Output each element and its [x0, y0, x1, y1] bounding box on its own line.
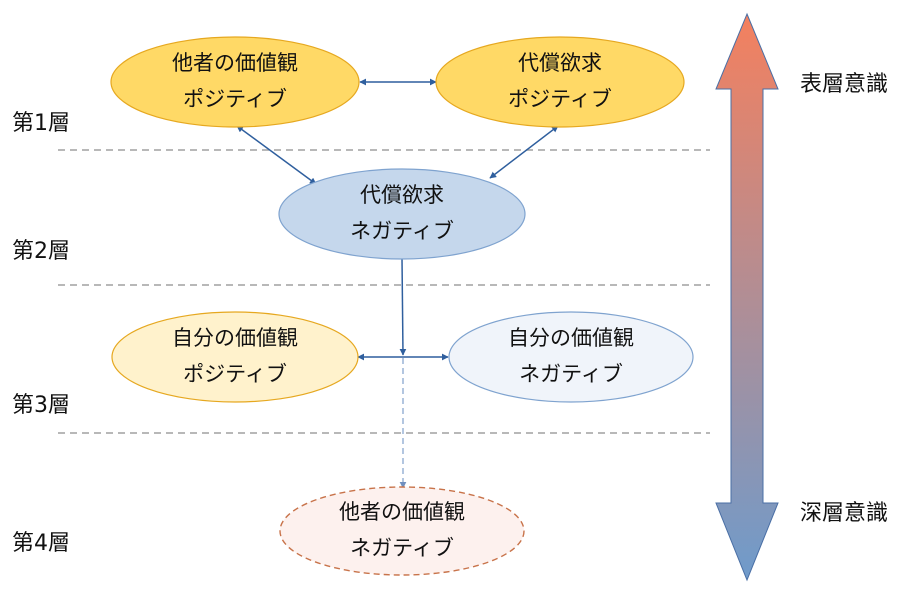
node-compensation-desire-positive: 代償欲求 ポジティブ [435, 36, 685, 128]
edge-compensation-negative-to-junction [399, 257, 407, 356]
node-others-values-positive: 他者の価値観 ポジティブ [110, 36, 360, 128]
node-line2: ネガティブ [350, 219, 454, 243]
node-line2: ネガティブ [350, 536, 454, 560]
node-line2: ポジティブ [183, 362, 287, 386]
node-line1: 自分の価値観 [508, 326, 634, 350]
node-line1: 代償欲求 [518, 51, 602, 75]
node-line2: ネガティブ [519, 362, 623, 386]
consciousness-axis-arrow-icon [715, 12, 779, 582]
layer-label-3: 第3層 [12, 393, 70, 418]
edge-compensation-positive-to-compensation-negative [489, 125, 559, 179]
node-own-values-positive: 自分の価値観 ポジティブ [111, 311, 359, 403]
node-others-values-negative: 他者の価値観 ネガティブ [279, 486, 525, 576]
node-line1: 他者の価値観 [339, 500, 465, 524]
layer-label-2: 第2層 [12, 239, 70, 264]
node-line2: ポジティブ [183, 87, 287, 111]
node-own-values-negative: 自分の価値観 ネガティブ [448, 311, 694, 403]
axis-label-surface: 表層意識 [800, 72, 888, 97]
layer-label-1: 第1層 [12, 111, 70, 136]
node-line1: 自分の価値観 [172, 326, 298, 350]
node-line2: ポジティブ [508, 87, 612, 111]
node-compensation-desire-negative: 代償欲求 ネガティブ [278, 168, 526, 260]
node-line1: 他者の価値観 [172, 51, 298, 75]
layer-label-4: 第4層 [12, 531, 70, 556]
node-line1: 代償欲求 [360, 183, 444, 207]
axis-label-deep: 深層意識 [800, 501, 888, 526]
edge-others-positive-to-compensation-negative [236, 125, 317, 185]
